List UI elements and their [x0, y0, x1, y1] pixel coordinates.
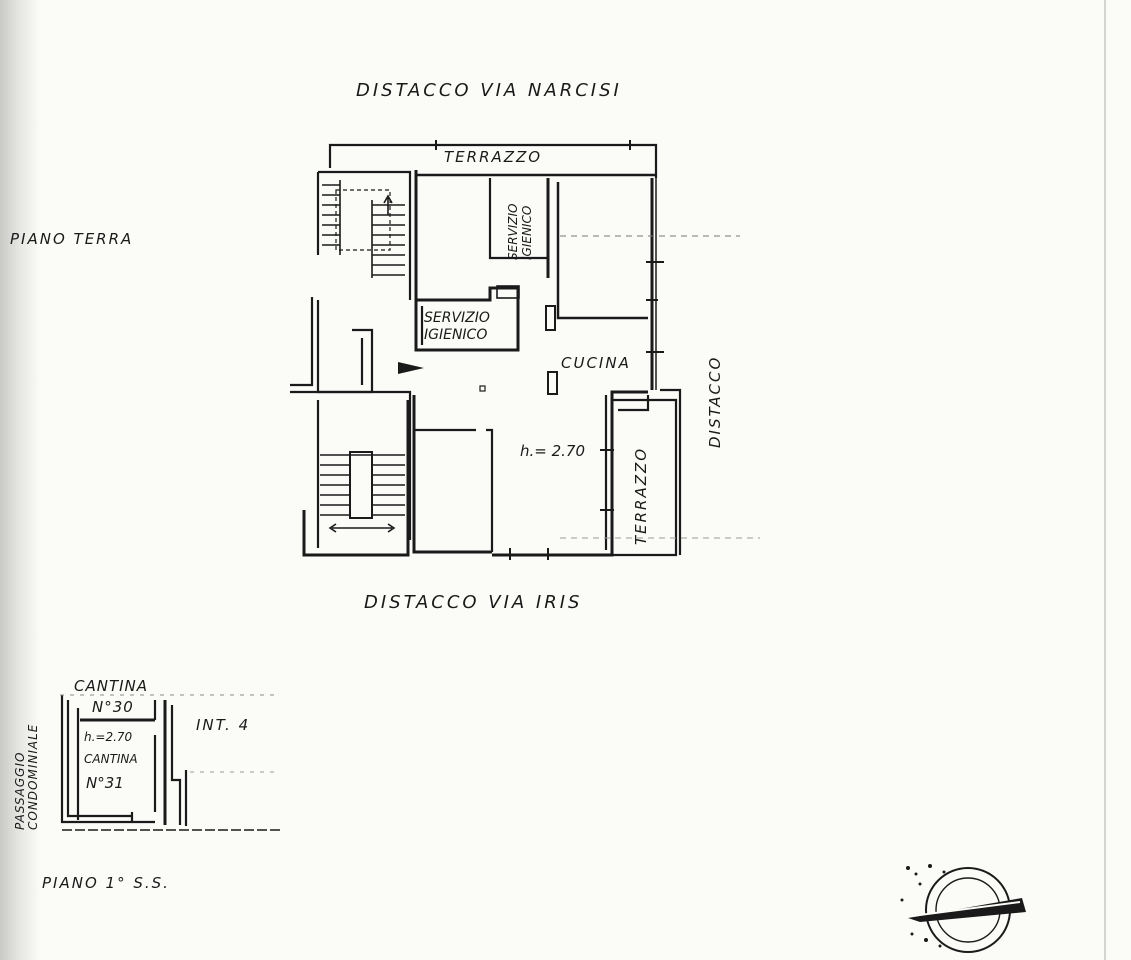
south-boundary-label: DISTACCO VIA IRIS	[364, 592, 583, 613]
east-boundary-label: DISTACCO	[706, 355, 724, 448]
compass-rose-icon	[900, 864, 1026, 953]
basement-height-label: h.=2.70	[84, 730, 133, 744]
corridor-label: PASSAGGIO CONDOMINIALE	[13, 723, 40, 830]
terrace-top-outline	[328, 143, 658, 178]
bathroom-upper-text: SERVIZIO IGIENICO	[506, 203, 534, 261]
north-boundary-label: DISTACCO VIA NARCISI	[356, 80, 622, 101]
kitchen-label: CUCINA	[561, 354, 631, 372]
basement-floor-label: PIANO 1° S.S.	[42, 874, 170, 892]
scan-fold-line	[1104, 0, 1106, 960]
terrace-right-label: TERRAZZO	[632, 446, 650, 545]
cellar-31-number: N°31	[86, 774, 124, 792]
unit-label: INT. 4	[196, 716, 251, 734]
ground-floor-label: PIANO TERRA	[10, 230, 134, 248]
cellar-31-title: CANTINA	[84, 752, 138, 766]
cellar-30-title: CANTINA	[74, 677, 149, 695]
scan-shadow-edge	[0, 0, 40, 960]
terrace-top-label: TERRAZZO	[444, 148, 543, 166]
bathroom-upper-label: SERVIZIO IGIENICO	[506, 180, 534, 261]
ceiling-height-label: h.= 2.70	[520, 442, 586, 460]
cellar-30-number: N°30	[92, 698, 134, 716]
stair-top-enclosure	[318, 170, 412, 300]
bathroom-lower-label: SERVIZIO IGIENICO	[424, 310, 490, 343]
